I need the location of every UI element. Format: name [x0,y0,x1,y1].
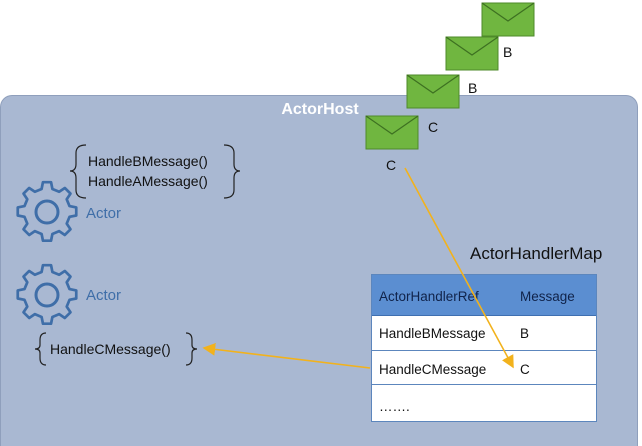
actor-label: Actor [86,205,122,222]
table-cell: C [520,362,530,377]
actor-label: Actor [86,287,122,304]
table-cell: HandleBMessage [379,326,486,341]
incoming-message-label: C [386,157,397,173]
envelope-label: B [468,80,478,96]
lookup-arrow [404,167,514,369]
gear-icon [16,180,78,243]
left-brace [69,144,87,199]
table-header: ActorHandlerRef Message [372,275,596,316]
dispatch-arrow [202,342,371,369]
table-cell: ……. [379,399,410,414]
envelope-icon [365,115,419,150]
gear-icon [16,263,78,326]
handler-method: HandleCMessage() [50,341,171,357]
envelope-label: B [503,44,513,60]
envelope-label: C [428,119,439,135]
handler-map-table: ActorHandlerRef Message HandleBMessage B… [371,274,597,422]
column-header: Message [520,289,575,304]
table-cell: B [520,326,530,341]
actor-host-title: ActorHost [281,101,359,118]
right-brace [185,332,198,366]
right-brace [223,144,241,199]
handler-map-title: ActorHandlerMap [470,244,603,263]
handler-method: HandleBMessage() [88,153,208,169]
handler-method: HandleAMessage() [88,173,208,189]
envelope-icon [406,74,460,109]
envelope-icon [481,2,535,37]
envelope-icon [445,36,499,71]
row-divider [372,350,596,351]
table-cell: HandleCMessage [379,362,487,377]
column-header: ActorHandlerRef [379,289,479,304]
row-divider [372,384,596,385]
left-brace [34,332,47,366]
